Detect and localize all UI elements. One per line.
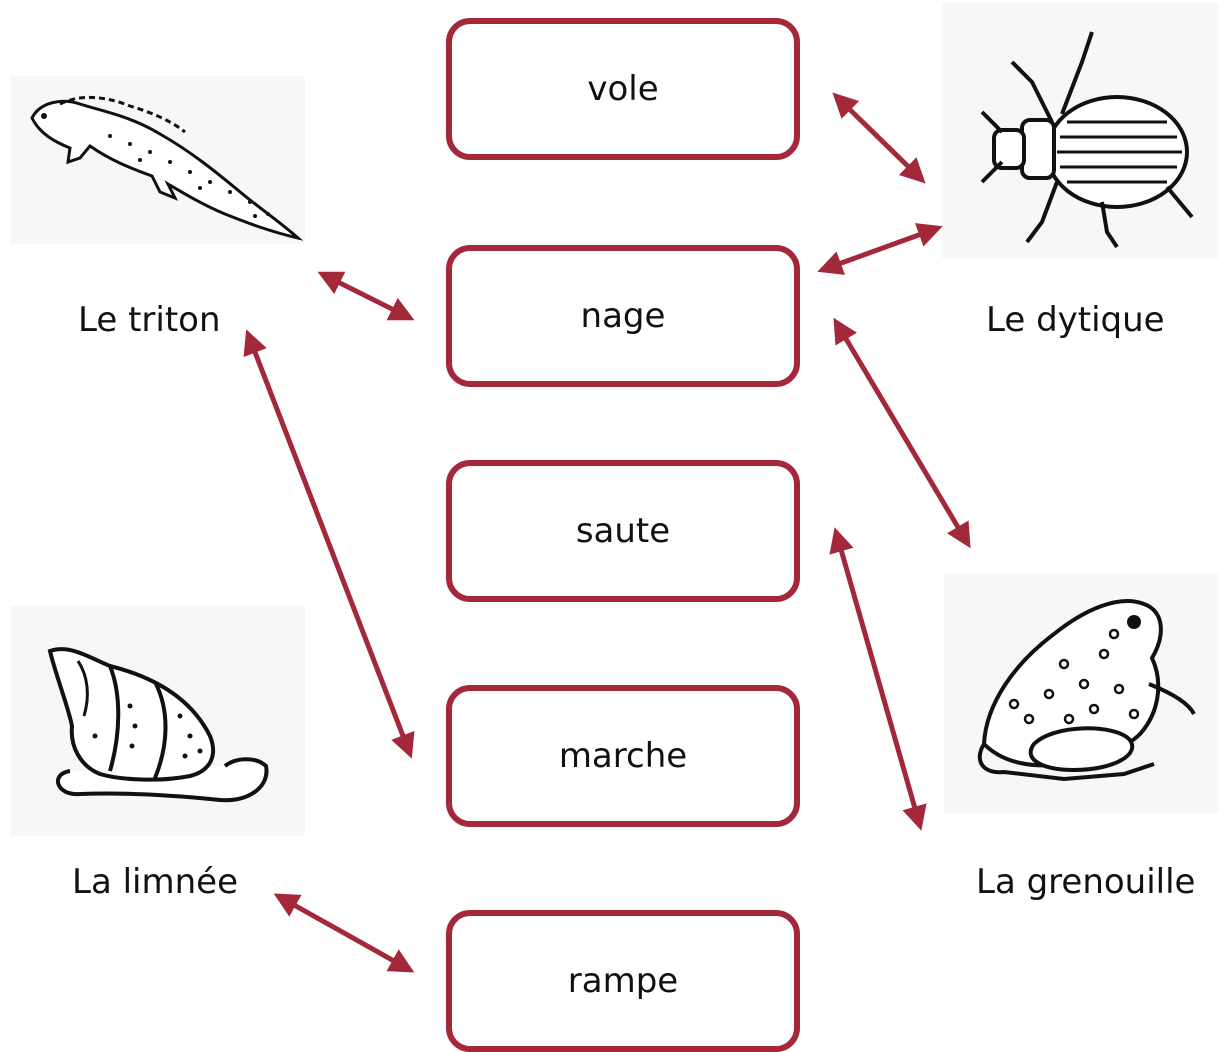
- arrow-triton-marche: [248, 334, 410, 754]
- arrow-grenouille-nage: [836, 322, 968, 544]
- arrow-dytique-nage: [822, 228, 938, 270]
- arrow-limnee-rampe: [278, 896, 410, 970]
- arrow-grenouille-saute: [836, 532, 920, 826]
- arrow-triton-nage: [322, 274, 410, 318]
- arrow-dytique-vole: [836, 96, 922, 180]
